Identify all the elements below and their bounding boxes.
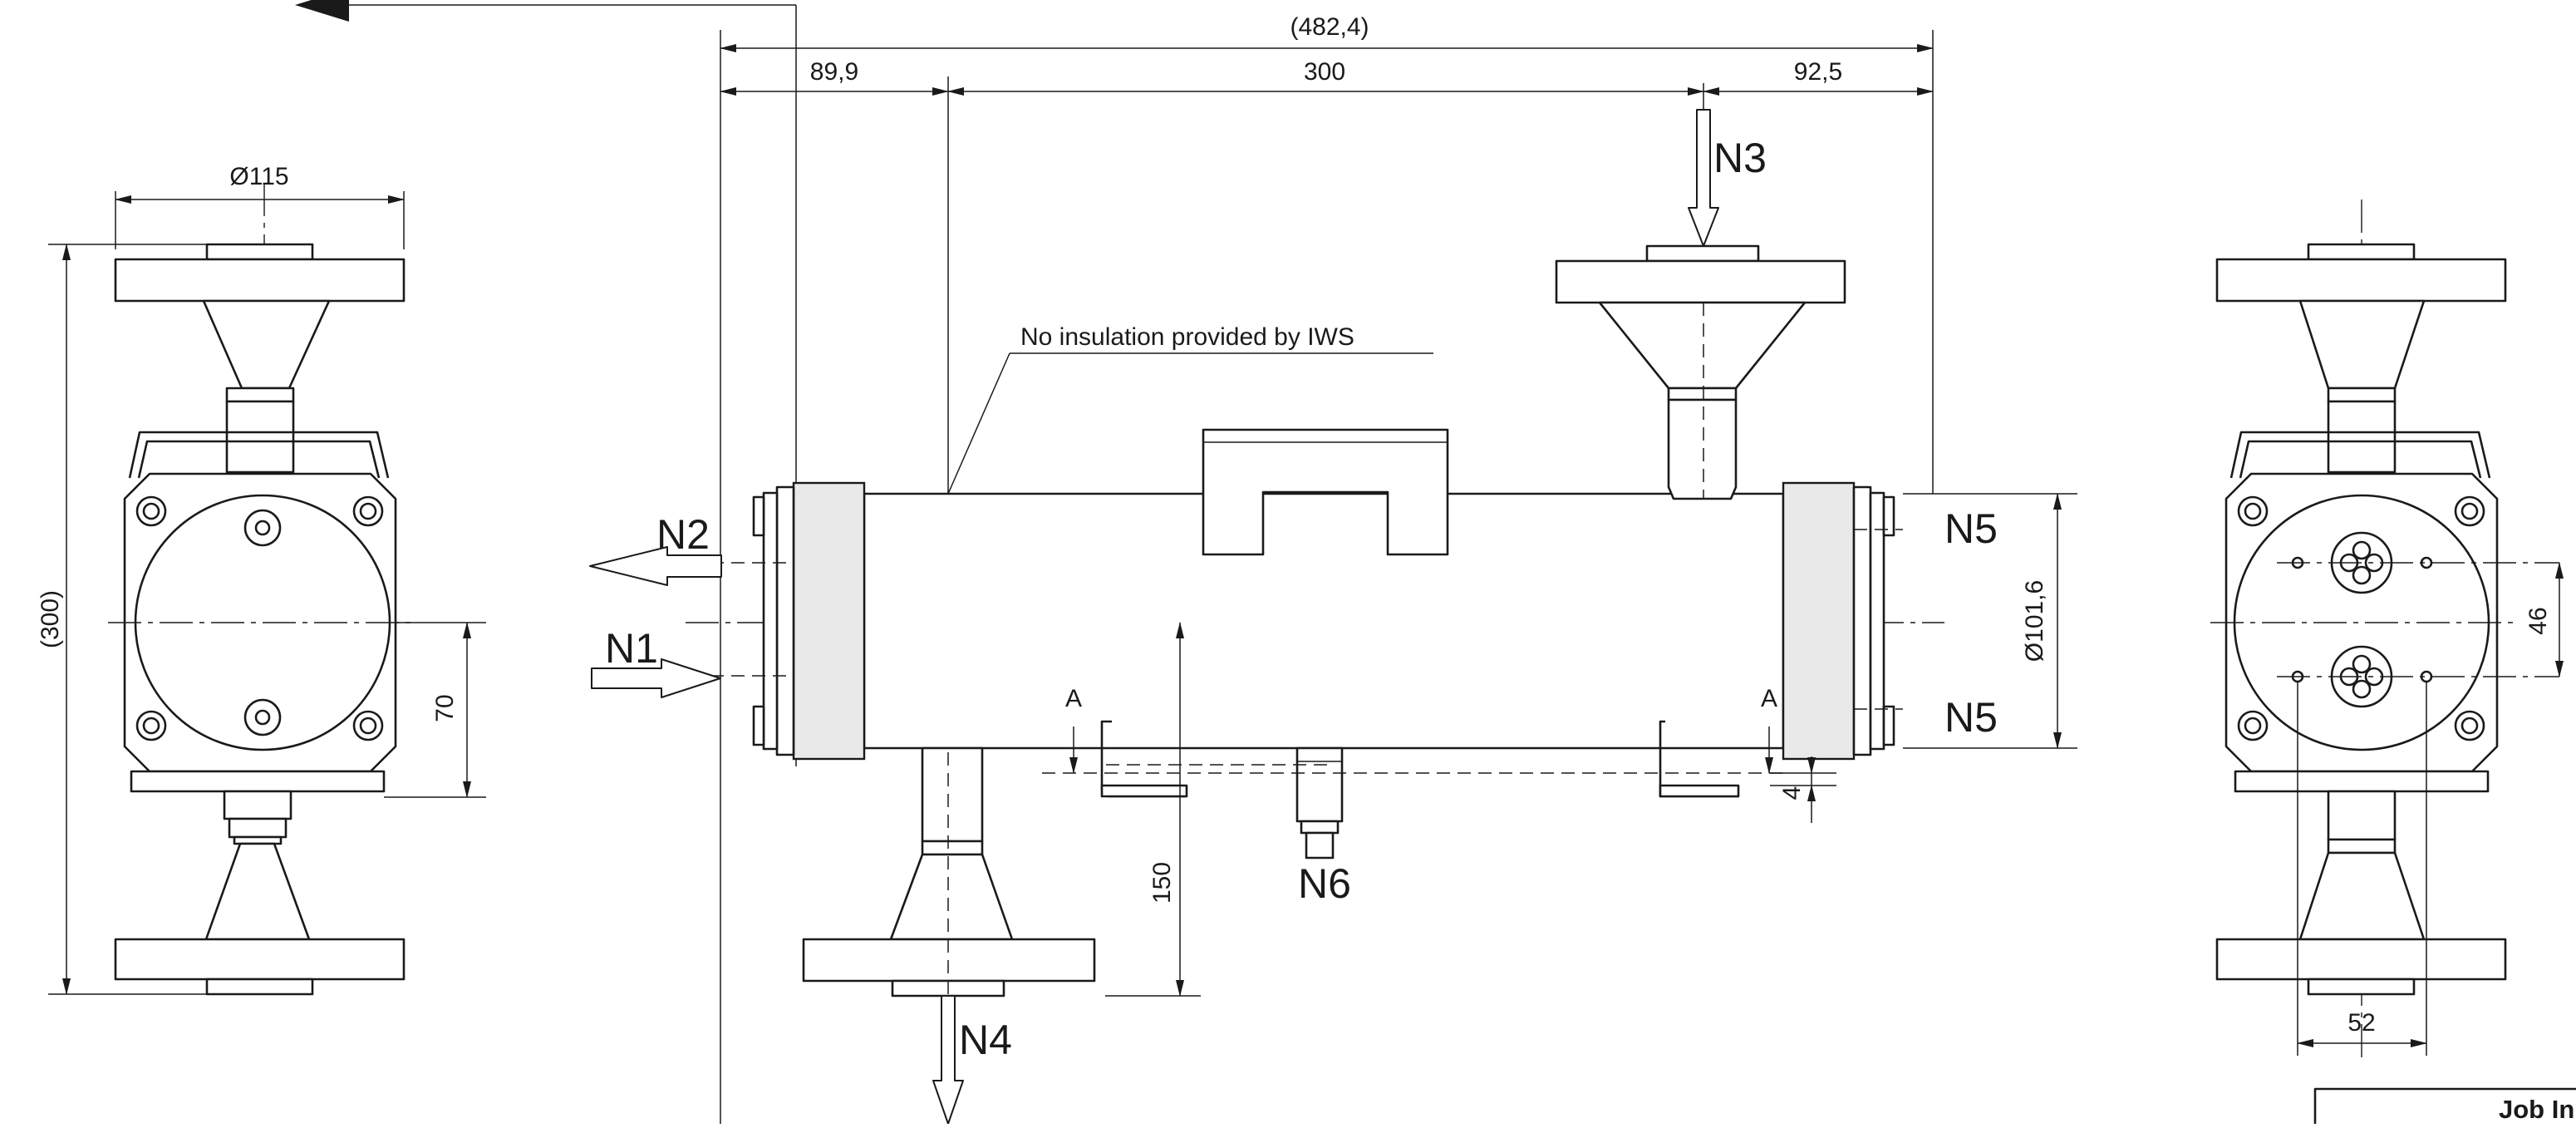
dim-shell-diameter: Ø101,6 [2021, 580, 2048, 662]
label-n1: N1 [605, 625, 658, 672]
dim-nozzle-spacing: 300 [1304, 58, 1345, 86]
section-mark-right: A [1761, 685, 1777, 712]
left-end-view [48, 183, 486, 996]
note-insulation: No insulation provided by IWS [1020, 323, 1354, 351]
dim-port-offset-bottom: 52 [2347, 1009, 2375, 1037]
dim-bracket-gap: 4 [1778, 786, 1806, 800]
dim-bottom-nozzle-height: 150 [1148, 862, 1176, 904]
label-n5-bottom: N5 [1944, 694, 1998, 741]
dim-flange-diameter: Ø115 [229, 163, 288, 190]
dim-left-offset: 89,9 [810, 58, 858, 86]
right-end-view [2210, 199, 2576, 1124]
dim-side-center-offset: 70 [431, 694, 459, 722]
label-n2: N2 [656, 511, 710, 558]
dim-overall-length: (482,4) [1290, 13, 1369, 41]
label-n6: N6 [1298, 860, 1351, 907]
dim-port-spacing: 46 [2524, 607, 2552, 634]
dim-right-offset: 92,5 [1794, 58, 1842, 86]
section-mark-left: A [1065, 685, 1082, 712]
label-n5-top: N5 [1944, 505, 1998, 552]
label-n4: N4 [959, 1017, 1012, 1063]
dim-overall-height: (300) [37, 590, 64, 648]
title-block-label: Job In [2499, 1095, 2574, 1124]
label-n3: N3 [1713, 135, 1767, 181]
main-side-view [589, 30, 2077, 1125]
